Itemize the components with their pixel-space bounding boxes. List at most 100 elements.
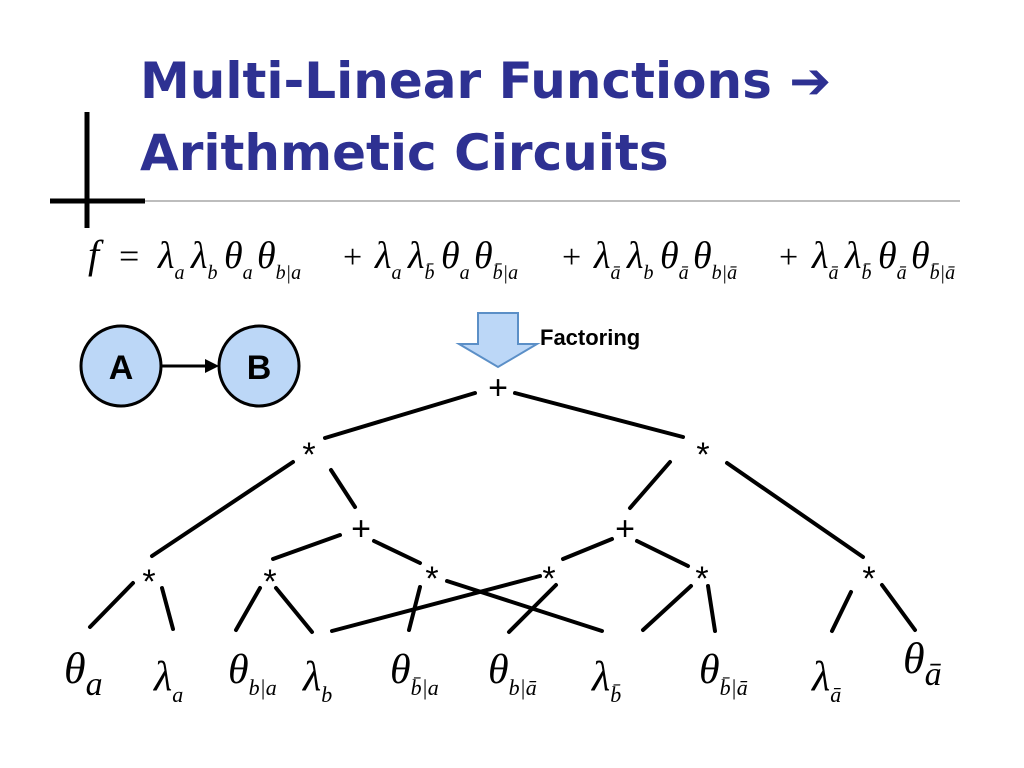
leaf-2: λa [152,654,183,707]
formula-term1-factor3-symbol: θ [224,235,243,277]
formula-term4-factor3-symbol: θ [878,235,897,277]
formula-term1-factor4: θb|a [257,235,301,284]
formula-term1-factor1: λa [157,235,184,284]
formula-term4-factor4-subscript: b̄|ā [930,262,956,284]
formula-term2-factor1: λa [374,235,401,284]
op-mul-4: * [542,560,555,598]
edge-root-mul-right [513,391,685,439]
leaf-2-symbol: λ [152,654,172,700]
leaf-9-symbol: λ [810,654,830,700]
op-plus-left: + [351,510,371,548]
op-mul-left: * [302,436,315,474]
formula-term2-factor4: θb̄|a [474,235,518,284]
formula-term3-factor3: θā [660,235,689,284]
formula-term1-factor1-subscript: a [174,262,184,284]
formula-term4-factor2-subscript: b̄ [861,262,871,284]
leaf-5-subscript: b̄|a [411,675,439,700]
leaf-8-subscript: b̄|ā [720,675,748,700]
edge-mul6-theta-na [880,583,917,632]
edge-mul4-lambda-b [330,574,542,633]
down-arrow-shape [455,312,541,369]
formula-term1-factor3: θa [224,235,253,284]
leaf-9: λā [810,654,841,707]
formula-term3-factor4-symbol: θ [693,235,712,277]
formula-term1-factor2: λb [190,235,217,284]
edge-plusleft-mul2 [271,533,342,561]
formula-term2-factor2-symbol: λ [407,235,424,277]
formula-term3-factor4-subscript: b|ā [712,262,738,284]
formula-lhs: f [88,232,104,277]
edge-plusright-mul4 [561,537,614,561]
leaf-6-subscript: b|ā [509,675,537,700]
slide-title-line1: Multi-Linear Functions ➔ [140,52,831,110]
edge-mul5-lambda-nb [641,584,693,632]
formula-plus-3: + [779,239,798,276]
formula-term1-factor4-subscript: b|a [276,262,302,284]
leaf-7-subscript: b̄ [610,682,621,707]
formula-term1-factor4-symbol: θ [257,235,276,277]
formula-equals: = [119,236,139,276]
formula-term2-factor1-subscript: a [391,262,401,284]
formula-term3-factor2-symbol: λ [626,235,643,277]
formula-term4-factor1-symbol: λ [811,235,828,277]
factoring-arrow: Factoring [455,312,640,369]
formula-term3-factor1-subscript: ā [610,262,620,284]
edge-mul3-lambda-nb [445,579,604,633]
title-arrow: ➔ [789,52,831,110]
leaf-6: θb|ā [488,647,537,700]
op-mul-2: * [263,563,276,601]
leaf-1-subscript: a [86,666,103,703]
formula-term2-factor4-symbol: θ [474,235,493,277]
formula-term3-factor2-subscript: b [643,262,653,284]
formula-term4-factor1: λā [811,235,838,284]
node-b-label: B [247,349,272,387]
edge-mul1-theta-a [88,581,135,629]
leaf-9-subscript: ā [830,682,841,707]
formula-term3-factor4: θb|ā [693,235,737,284]
formula-term4-factor4: θb̄|ā [911,235,955,284]
edge-plusleft-mul3 [372,539,422,565]
edge-mulleft-plusleft [329,468,357,509]
edge-mul5-theta-nb-given-na [706,584,717,633]
formula-term3-factor3-subscript: ā [679,262,689,284]
formula-plus-2: + [562,239,581,276]
leaf-7: λb̄ [590,654,621,707]
formula-term4-factor1-subscript: ā [828,262,838,284]
formula-term4-factor3-subscript: ā [897,262,907,284]
formula-term2-factor2: λb̄ [407,235,434,284]
edge-arrowhead [205,359,219,373]
op-mul-right: * [696,436,709,474]
edge-root-mul-left [323,391,477,440]
leaf-8: θb̄|ā [699,647,748,700]
leaf-3: θb|a [228,647,277,700]
leaf-7-symbol: λ [590,654,610,700]
leaf-3-symbol: θ [228,647,249,693]
leaf-3-subscript: b|a [249,675,277,700]
formula-plus-1: + [343,239,362,276]
formula-term3-factor1: λā [593,235,620,284]
leaf-4: λb [301,654,332,707]
edge-mul6-lambda-na [830,590,853,633]
formula-term2-factor3: θa [441,235,470,284]
leaf-2-subscript: a [172,682,183,707]
formula-term1-factor2-symbol: λ [190,235,207,277]
op-mul-3: * [425,560,438,598]
circuit-operators: + * * + + * * * * * * [142,369,875,601]
leaf-8-symbol: θ [699,647,720,693]
node-a-label: A [109,349,134,387]
formula-term3-factor2: λb [626,235,653,284]
leaf-10-subscript: ā [925,656,942,693]
leaf-10-symbol: θ [903,634,925,683]
formula-term2-factor1-symbol: λ [374,235,391,277]
formula-term4-factor4-symbol: θ [911,235,930,277]
op-mul-1: * [142,563,155,601]
op-mul-5: * [695,560,708,598]
leaf-4-symbol: λ [301,654,321,700]
formula-term1-factor2-subscript: b [207,262,217,284]
formula-term2-factor2-subscript: b̄ [424,262,434,284]
formula-term4-factor3: θā [878,235,907,284]
edge-mul1-lambda-a [160,586,175,631]
